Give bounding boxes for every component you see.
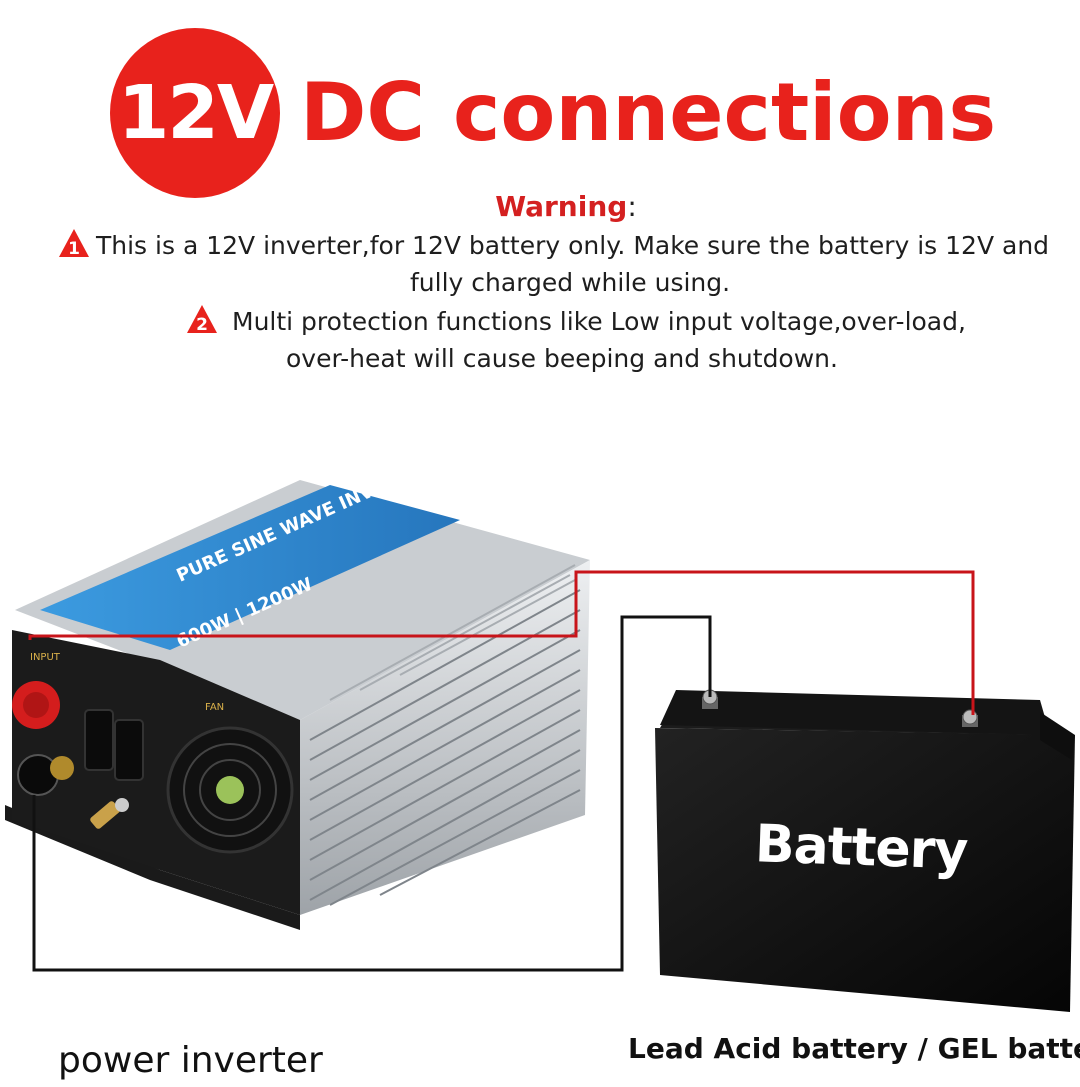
voltage-badge bbox=[110, 28, 280, 198]
warning-triangle-icon: 1 bbox=[59, 229, 89, 258]
heatsink-fins bbox=[309, 589, 581, 906]
svg-text:2: 2 bbox=[196, 315, 208, 334]
negative-wire bbox=[32, 615, 712, 972]
battery-label: Battery bbox=[754, 814, 969, 882]
fan-label: FAN bbox=[205, 702, 224, 713]
power-inverter-image: PURE SINE WAVE INVERTER 600W | 1200W INP… bbox=[5, 455, 590, 930]
voltage-badge-text: 12V bbox=[117, 70, 274, 156]
svg-text:1: 1 bbox=[68, 239, 80, 258]
warning-item-2-line1: Multi protection functions like Low inpu… bbox=[232, 307, 966, 336]
battery-positive-terminal bbox=[962, 709, 978, 727]
warning-item-1-line2: fully charged while using. bbox=[410, 268, 731, 297]
positive-terminal bbox=[12, 681, 60, 729]
page-title: DC connections bbox=[300, 66, 997, 159]
negative-terminal bbox=[17, 754, 74, 796]
warning-item-1: 1 This is a 12V inverter,for 12V battery… bbox=[58, 228, 1049, 264]
ac-outlets bbox=[84, 709, 144, 781]
battery-image bbox=[655, 689, 1075, 1012]
positive-wire bbox=[28, 570, 975, 715]
ground-terminal bbox=[90, 798, 129, 829]
warning-title: Warning: bbox=[495, 190, 637, 223]
warning-item-2: 2 Multi protection functions like Low in… bbox=[186, 304, 966, 340]
caption-power-inverter: power inverter bbox=[58, 1040, 323, 1081]
warning-item-2-line2: over-heat will cause beeping and shutdow… bbox=[286, 344, 838, 373]
fan-icon bbox=[166, 726, 294, 854]
input-label: INPUT bbox=[30, 652, 61, 663]
warning-triangle-icon: 2 bbox=[187, 305, 217, 334]
warning-item-1-line1: This is a 12V inverter,for 12V battery o… bbox=[96, 231, 1050, 260]
caption-battery-type: Lead Acid battery / GEL battery bbox=[628, 1032, 1080, 1065]
